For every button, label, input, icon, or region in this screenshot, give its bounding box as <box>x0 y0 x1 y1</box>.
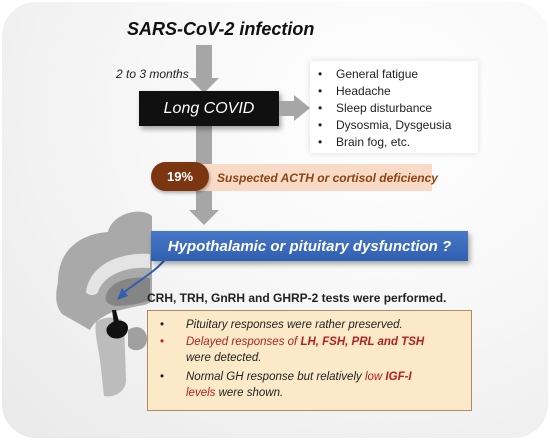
result-text-igf: IGF-I <box>382 371 412 383</box>
result-text-levels: levels <box>186 387 216 399</box>
tests-performed-text: CRH, TRH, GnRH and GHRP-2 tests were per… <box>147 291 447 305</box>
pituitary-stalk <box>112 310 119 324</box>
curved-pointer-arrowhead <box>117 288 128 300</box>
symptoms-box: General fatigue Headache Sleep disturban… <box>310 61 478 153</box>
duration-label: 2 to 3 months <box>116 67 189 81</box>
bullet: • <box>160 319 165 331</box>
symptom-item: Brain fog, etc. <box>318 134 478 151</box>
result-text-red: Delayed responses of <box>186 336 301 348</box>
symptom-item: General fatigue <box>318 66 478 83</box>
pituitary-gland <box>106 320 128 339</box>
thalamus <box>105 277 150 306</box>
symptoms-list: General fatigue Headache Sleep disturban… <box>310 61 478 151</box>
arrow-down-head <box>189 78 219 93</box>
corpus-callosum <box>86 253 150 295</box>
result-text-plain: were shown. <box>215 387 284 399</box>
arrow-down-shaft <box>196 45 212 80</box>
arrow-right-head <box>294 95 310 121</box>
result-text-plain: Normal GH response but relatively <box>186 371 365 383</box>
result-text: Normal GH response but relatively low IG… <box>186 370 412 385</box>
result-text-low: low <box>364 371 383 383</box>
arrow-down-head-2 <box>189 210 219 225</box>
result-text: levels were shown. <box>186 386 283 401</box>
dysfunction-banner: Hypothalamic or pituitary dysfunction ? <box>151 231 468 261</box>
result-text: Pituitary responses were rather preserve… <box>186 319 403 331</box>
infection-title: SARS-CoV-2 infection <box>127 19 315 39</box>
suspected-deficiency-text: Suspected ACTH or cortisol deficiency <box>217 170 438 185</box>
symptom-item: Headache <box>318 83 478 100</box>
result-text: were detected. <box>186 352 262 364</box>
result-text: Delayed responses of LH, FSH, PRL and TS… <box>186 335 424 350</box>
results-box: • Pituitary responses were rather preser… <box>147 310 472 411</box>
result-hormones: LH, FSH, PRL and TSH <box>300 336 425 348</box>
cerebellum <box>128 327 147 351</box>
curved-pointer-arrow <box>121 257 167 295</box>
percentage-pill: 19% <box>151 162 209 191</box>
symptom-item: Sleep disturbance <box>318 100 478 117</box>
symptom-item: Dysosmia, Dysgeusia <box>318 117 478 134</box>
bullet: • <box>160 371 165 383</box>
arrow-right-shaft <box>279 101 295 116</box>
long-covid-box: Long COVID <box>139 91 279 126</box>
suspected-deficiency-bar: Suspected ACTH or cortisol deficiency <box>175 164 438 191</box>
bullet: • <box>160 336 165 348</box>
